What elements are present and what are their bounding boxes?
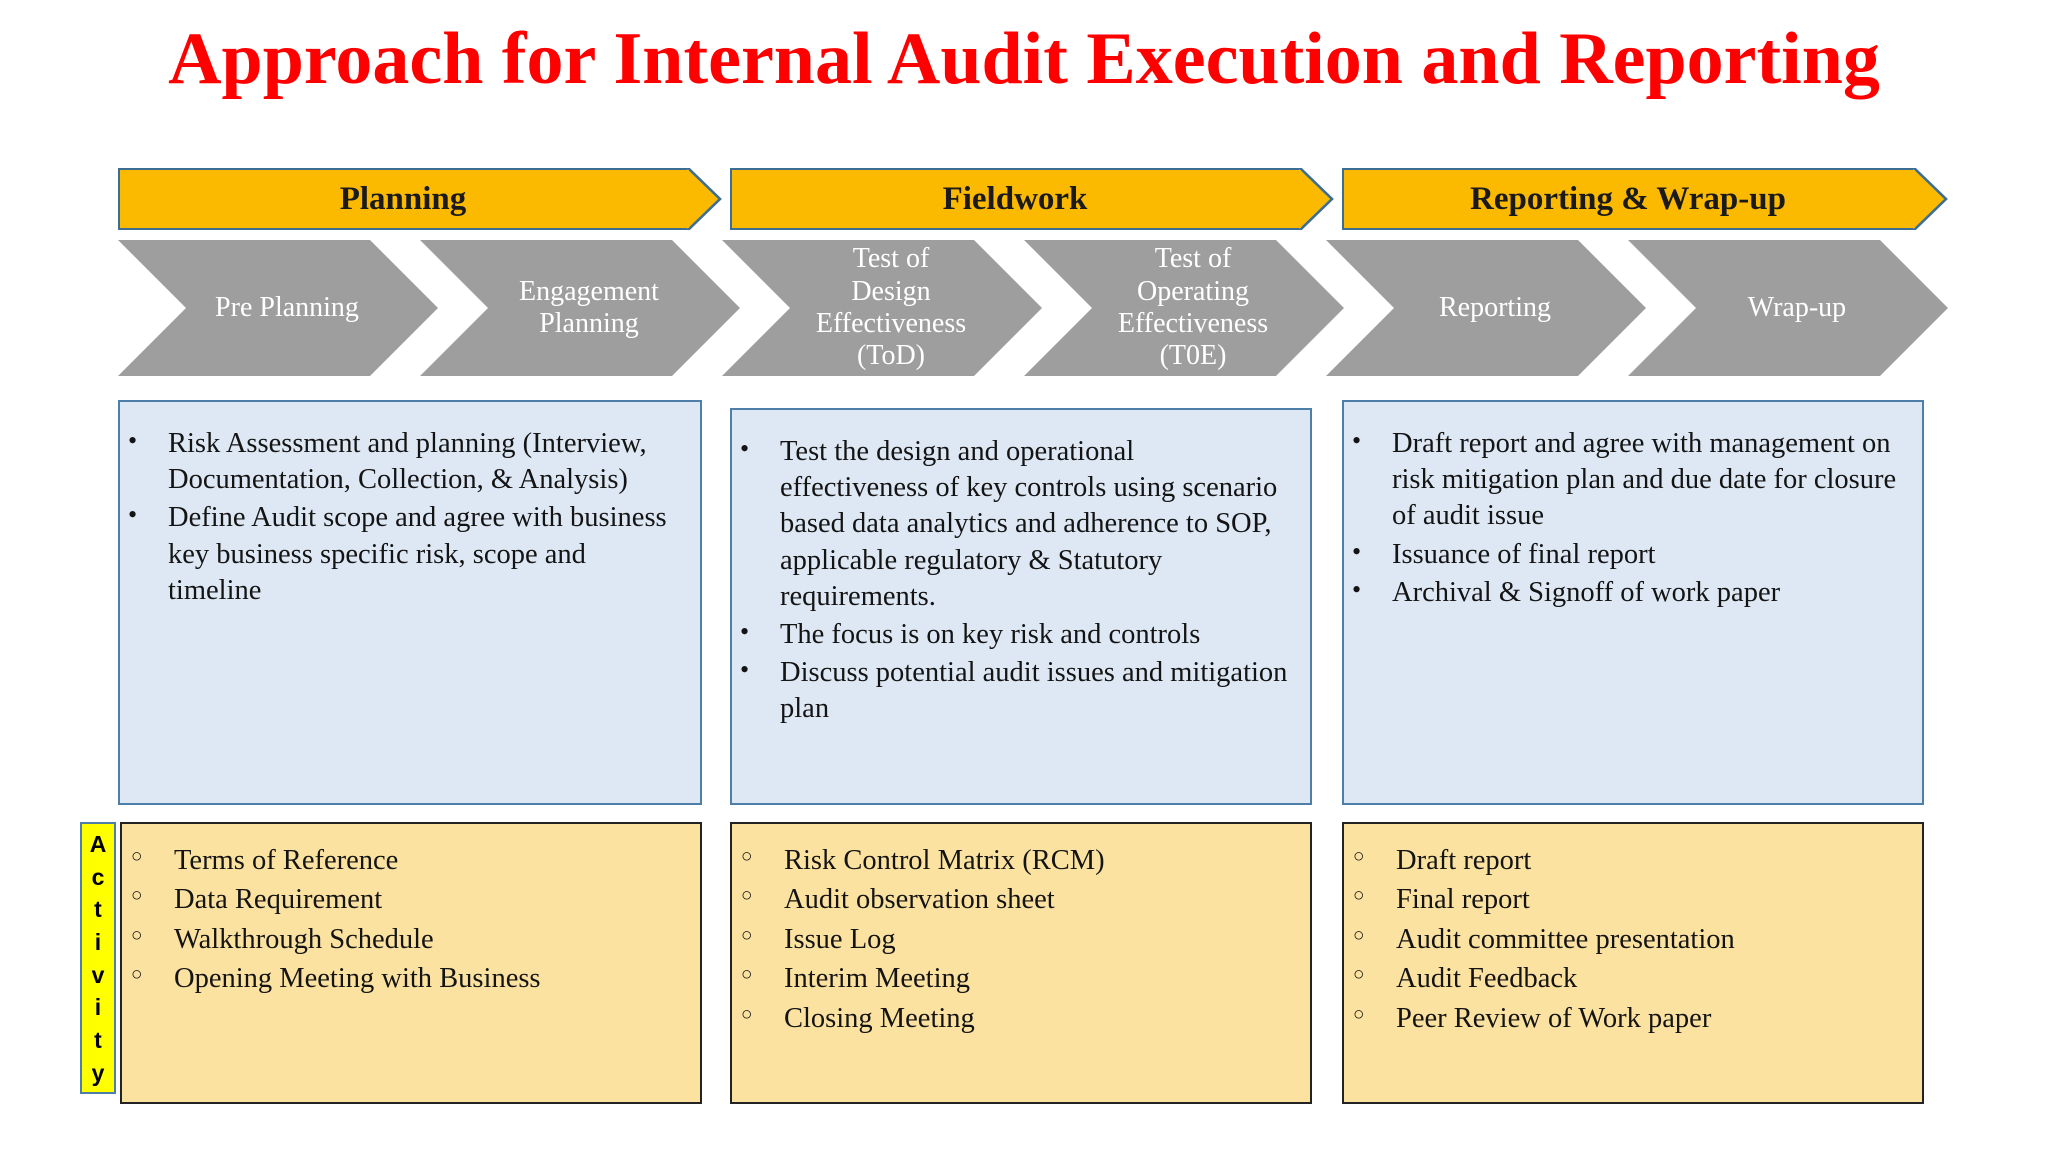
description-box-planning: Risk Assessment and planning (Interview,…	[118, 400, 702, 805]
description-box-fieldwork: Test the design and operational effectiv…	[730, 408, 1312, 805]
list-item: Issue Log	[732, 924, 1294, 955]
activity-letter: i	[94, 994, 102, 1021]
chevron-shape-icon	[1628, 240, 1948, 376]
phase-banner-label: Fieldwork	[942, 180, 1088, 217]
chevron-right-icon	[1298, 168, 1334, 230]
list-item: Draft report and agree with management o…	[1344, 424, 1904, 535]
list-item: Interim Meeting	[732, 963, 1294, 994]
step-label: Reporting	[1439, 291, 1551, 323]
list-item: Terms of Reference	[122, 845, 684, 876]
chevron-shape-icon	[420, 240, 740, 376]
phase-banner-planning[interactable]: Planning	[118, 168, 722, 230]
activity-list: Draft report Final report Audit committe…	[1344, 824, 1922, 1034]
step-label: Pre Planning	[215, 291, 359, 323]
list-item: Discuss potential audit issues and mitig…	[732, 653, 1288, 727]
step-chevron-pre-planning[interactable]: Pre Planning	[118, 240, 438, 376]
description-list: Risk Assessment and planning (Interview,…	[120, 402, 700, 609]
chevron-shape-icon	[1326, 240, 1646, 376]
phase-banner-label: Reporting & Wrap-up	[1470, 180, 1786, 217]
list-item: Issuance of final report	[1344, 535, 1904, 573]
description-box-reporting-wrapup: Draft report and agree with management o…	[1342, 400, 1924, 805]
activity-box-reporting-wrapup: Draft report Final report Audit committe…	[1342, 822, 1924, 1104]
activity-box-planning: Terms of Reference Data Requirement Walk…	[120, 822, 702, 1104]
list-item: Closing Meeting	[732, 1003, 1294, 1034]
activity-letter: c	[91, 863, 105, 890]
phase-banner-label: Planning	[339, 180, 467, 217]
list-item: Risk Assessment and planning (Interview,…	[120, 424, 682, 498]
list-item: Audit Feedback	[1344, 963, 1906, 994]
page-title: Approach for Internal Audit Execution an…	[168, 18, 1880, 100]
activity-box-fieldwork: Risk Control Matrix (RCM) Audit observat…	[730, 822, 1312, 1104]
chevron-shape-icon	[118, 240, 438, 376]
phase-banner-fieldwork[interactable]: Fieldwork	[730, 168, 1334, 230]
list-item: Peer Review of Work paper	[1344, 1003, 1906, 1034]
list-item: Risk Control Matrix (RCM)	[732, 845, 1294, 876]
activity-vertical-label: A c t i v i t y	[80, 822, 116, 1094]
list-item: Define Audit scope and agree with busine…	[120, 498, 682, 609]
step-chevron-reporting[interactable]: Reporting	[1326, 240, 1646, 376]
step-chevron-test-of-design-effectiveness[interactable]: Test of Design Effectiveness (ToD)	[722, 240, 1042, 376]
chevron-shape-icon	[1024, 240, 1344, 376]
activity-list: Risk Control Matrix (RCM) Audit observat…	[732, 824, 1310, 1034]
list-item: Audit committee presentation	[1344, 924, 1906, 955]
list-item: The focus is on key risk and controls	[732, 615, 1288, 653]
activity-letter: t	[94, 1026, 102, 1053]
list-item: Draft report	[1344, 845, 1906, 876]
activity-letter: v	[91, 961, 105, 988]
step-label: Wrap-up	[1747, 291, 1847, 323]
chevron-right-icon	[686, 168, 722, 230]
step-label: Test of Operating Effectiveness (T0E)	[1117, 243, 1269, 372]
description-list: Draft report and agree with management o…	[1344, 402, 1922, 611]
list-item: Test the design and operational effectiv…	[732, 432, 1288, 615]
activity-list: Terms of Reference Data Requirement Walk…	[122, 824, 700, 995]
step-chevron-wrap-up[interactable]: Wrap-up	[1628, 240, 1948, 376]
step-chevron-engagement-planning[interactable]: Engagement Planning	[420, 240, 740, 376]
list-item: Opening Meeting with Business	[122, 963, 684, 994]
activity-letter: y	[91, 1059, 105, 1086]
activity-letter: t	[94, 896, 102, 923]
step-chevron-test-of-operating-effectiveness[interactable]: Test of Operating Effectiveness (T0E)	[1024, 240, 1344, 376]
chevron-right-icon	[1912, 168, 1948, 230]
step-label: Test of Design Effectiveness (ToD)	[815, 243, 967, 372]
phase-banner-reporting-wrapup[interactable]: Reporting & Wrap-up	[1342, 168, 1948, 230]
list-item: Data Requirement	[122, 884, 684, 915]
list-item: Audit observation sheet	[732, 884, 1294, 915]
chevron-shape-icon	[722, 240, 1042, 376]
activity-letter: A	[89, 831, 107, 857]
list-item: Walkthrough Schedule	[122, 924, 684, 955]
description-list: Test the design and operational effectiv…	[732, 410, 1310, 728]
activity-letter: i	[94, 928, 102, 955]
list-item: Final report	[1344, 884, 1906, 915]
step-label: Engagement Planning	[519, 275, 659, 339]
list-item: Archival & Signoff of work paper	[1344, 573, 1904, 611]
